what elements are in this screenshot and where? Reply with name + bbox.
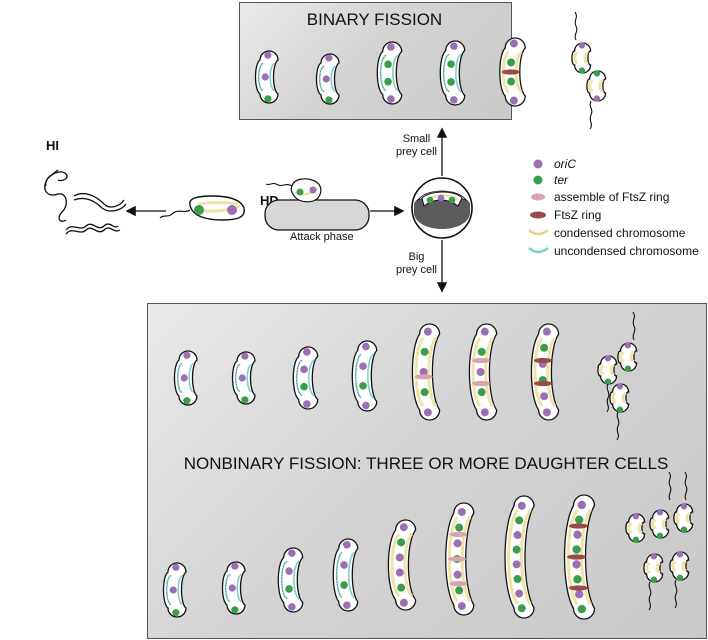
- binary-fission-panel: [239, 2, 512, 120]
- legend-item-condensed: condensed chromosome: [528, 224, 685, 242]
- bdelloplast: [411, 177, 473, 239]
- ter-dot: [593, 70, 601, 77]
- oric-dot: [578, 42, 586, 49]
- hi-label: HI: [46, 138, 59, 153]
- small-prey-label: Small prey cell: [396, 133, 437, 158]
- ter-dot-icon: [528, 173, 550, 187]
- binary-daughter-1: [571, 42, 592, 74]
- legend-item-ter: ter: [528, 171, 568, 189]
- oric-dot-icon: [528, 157, 550, 171]
- legend-label: FtsZ ring: [554, 208, 602, 222]
- uncondensed-chromosome-icon: [528, 244, 550, 258]
- hd-label: HD: [260, 193, 279, 208]
- ftsz-assembly-icon: [528, 190, 550, 204]
- nonbinary-fission-title: NONBINARY FISSION: THREE OR MORE DAUGHTE…: [183, 454, 669, 473]
- flagellum: [574, 11, 578, 41]
- ter-dot: [578, 67, 586, 74]
- legend-item-ftsz-assembly: assemble of FtsZ ring: [528, 188, 669, 206]
- legend-label: condensed chromosome: [554, 226, 686, 240]
- ftsz-ring-icon: [528, 208, 550, 222]
- legend-label: assemble of FtsZ ring: [554, 190, 670, 204]
- legend: oriC ter assemble of FtsZ ring FtsZ ring…: [528, 155, 708, 265]
- flagellum: [589, 100, 593, 130]
- legend-item-uncondensed: uncondensed chromosome: [528, 242, 699, 260]
- legend-item-oric: oriC: [528, 155, 576, 173]
- legend-label: oriC: [554, 157, 577, 171]
- attack-phase-label: Attack phase: [290, 231, 354, 243]
- attack-phase-prey: [264, 178, 370, 231]
- big-prey-label: Big prey cell: [396, 251, 437, 276]
- binary-fission-title: BINARY FISSION: [306, 10, 443, 29]
- condensed-chromosome-icon: [528, 226, 550, 240]
- oric-dot: [593, 95, 601, 102]
- legend-label: ter: [554, 173, 569, 187]
- free-swimming-bdellovibrio: [159, 195, 245, 221]
- binary-daughter-2: [586, 70, 607, 102]
- legend-item-ftsz-ring: FtsZ ring: [528, 206, 601, 224]
- hi-ghost-cells: [44, 169, 127, 235]
- legend-label: uncondensed chromosome: [554, 244, 699, 258]
